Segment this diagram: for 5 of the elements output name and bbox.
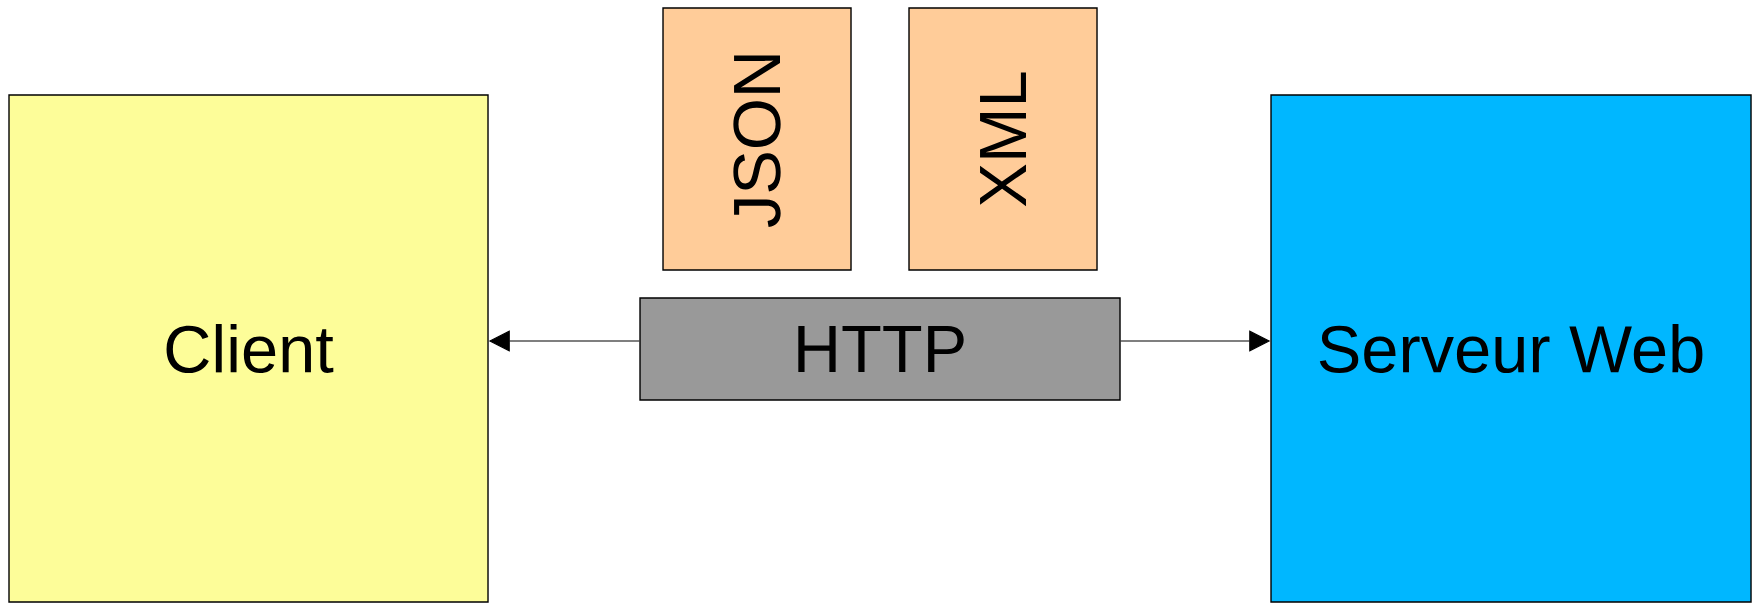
format-box: XML xyxy=(908,7,1098,271)
server-box: Serveur Web xyxy=(1270,94,1752,603)
client-box: Client xyxy=(8,94,489,603)
protocol-box: HTTP xyxy=(639,297,1121,401)
format-box: JSON xyxy=(662,7,852,271)
